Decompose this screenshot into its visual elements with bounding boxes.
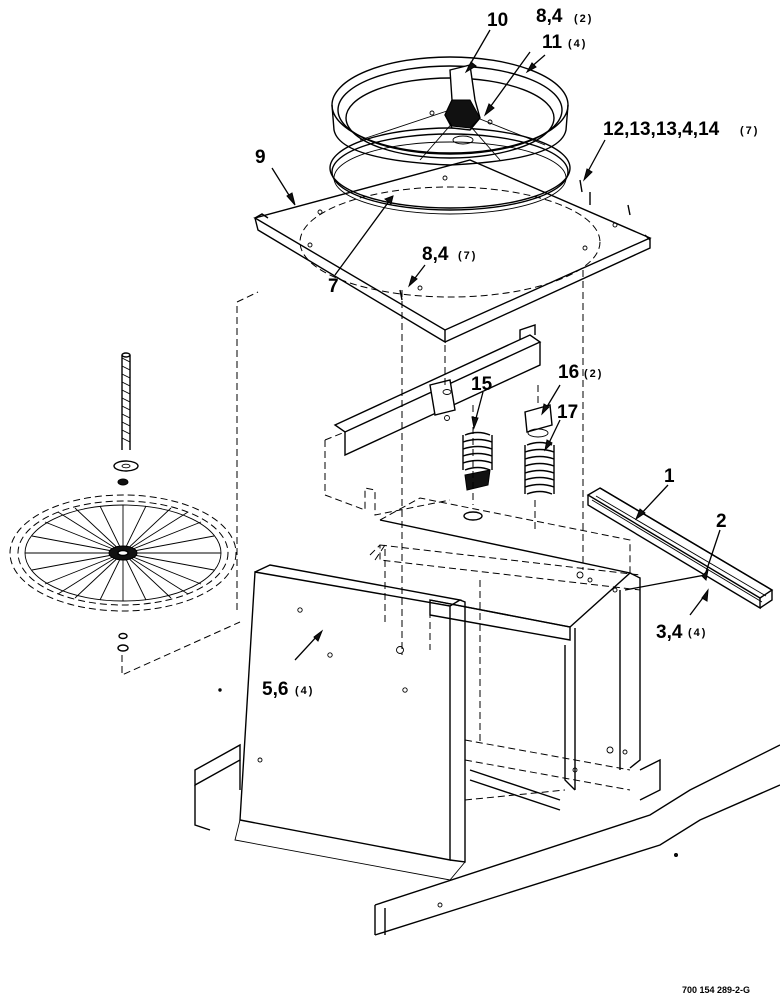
spring-15 xyxy=(462,431,493,471)
callout-16-qty: (2) xyxy=(584,368,603,380)
inner-brackets xyxy=(324,324,584,579)
callout-1: 1 xyxy=(664,466,675,487)
ring-assembly xyxy=(329,56,571,215)
callout-12-13-13-4-14: 12,13,13,4,14 xyxy=(603,119,720,140)
callout-10: 10 xyxy=(487,10,508,31)
leader-lines xyxy=(271,29,721,661)
callout-5-6-qty: (4) xyxy=(295,685,314,697)
callout-16: 16 xyxy=(558,362,579,383)
callout-8-4-mid-qty: (7) xyxy=(458,250,477,262)
callout-17: 17 xyxy=(557,402,578,423)
assembly-lines xyxy=(121,270,584,676)
top-plate xyxy=(253,159,652,344)
callout-8-4-mid: 8,4 xyxy=(422,244,449,265)
callout-2: 2 xyxy=(716,511,727,532)
callout-3-4-qty: (4) xyxy=(688,627,707,639)
callout-11: 11 xyxy=(542,32,563,53)
wheel-assembly xyxy=(9,352,237,652)
callout-5-6: 5,6 xyxy=(262,679,288,700)
callout-9: 9 xyxy=(255,147,266,168)
side-rail xyxy=(586,487,774,610)
callout-labels: 10 8,4 (2) 11 (4) 12,13,13,4,14 (7) 9 8,… xyxy=(255,6,759,995)
callout-11-qty: (4) xyxy=(568,38,587,50)
callout-8-4-top-qty: (2) xyxy=(574,13,593,25)
speck xyxy=(218,688,222,692)
callout-12-qty: (7) xyxy=(740,125,759,137)
callout-3-4: 3,4 xyxy=(656,622,683,643)
base-frame xyxy=(194,497,780,936)
spring-17 xyxy=(524,441,555,495)
callout-15: 15 xyxy=(471,374,493,395)
callout-8-4-top: 8,4 xyxy=(536,6,563,27)
speck xyxy=(674,853,678,857)
callout-7: 7 xyxy=(328,276,339,297)
document-number: 700 154 289-2-G xyxy=(682,985,750,995)
